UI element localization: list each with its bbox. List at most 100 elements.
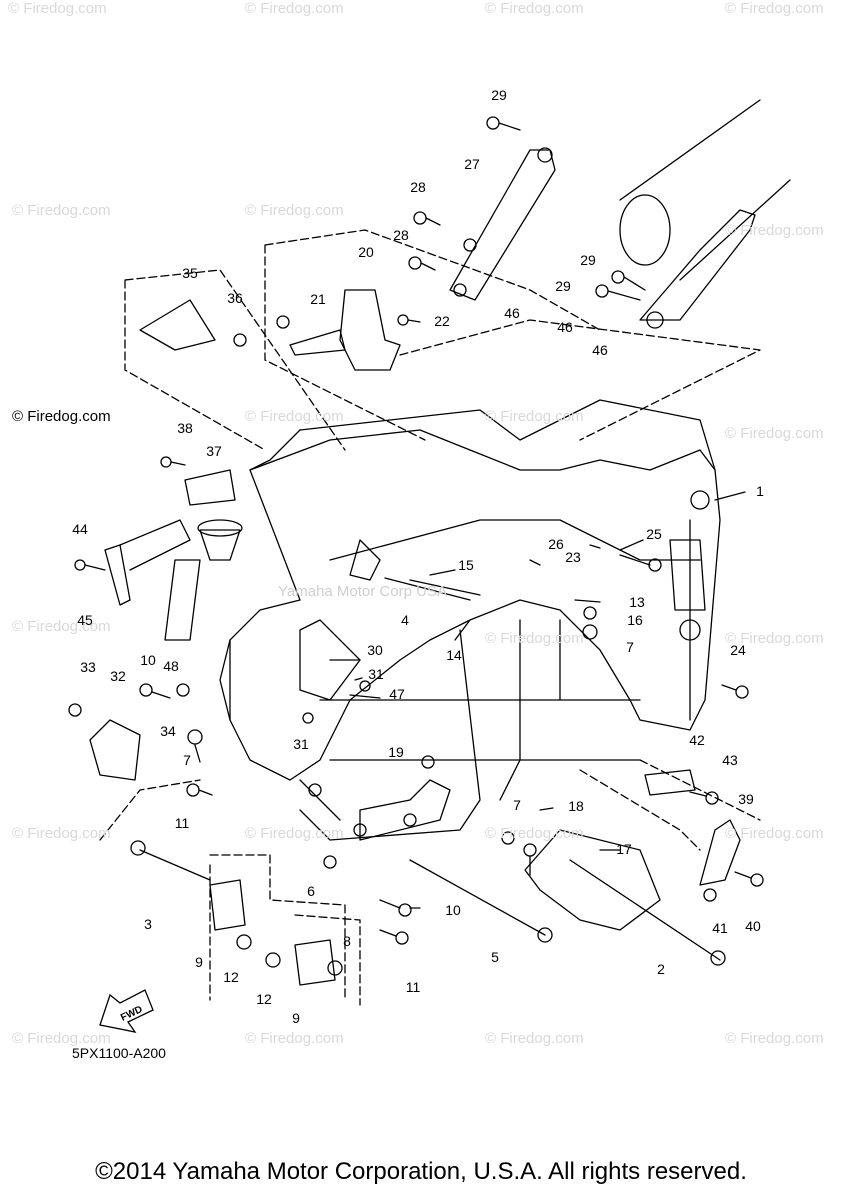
watermark: © Firedog.com [485, 0, 584, 17]
part-number-25: 25 [646, 526, 662, 542]
watermark: © Firedog.com [725, 0, 824, 17]
part-number-14: 14 [446, 647, 462, 663]
bracket-32 [89, 719, 141, 781]
part-number-21: 21 [310, 291, 326, 307]
center-watermark: Yamaha Motor Corp USA [278, 583, 447, 600]
part-number-29c: 29 [555, 278, 571, 294]
watermark: © Firedog.com [12, 825, 111, 842]
bracket-37 [184, 469, 236, 506]
part-number-20: 20 [358, 244, 374, 260]
watermark: © Firedog.com [485, 630, 584, 647]
part-number-10b: 10 [445, 902, 461, 918]
watermark: © Firedog.com [12, 408, 111, 425]
part-number-2: 2 [657, 961, 665, 977]
part-number-39: 39 [738, 791, 754, 807]
part-number-46: 46 [504, 305, 520, 321]
bracket-39 [699, 819, 741, 886]
watermark: © Firedog.com [725, 222, 824, 239]
watermark: © Firedog.com [725, 425, 824, 442]
part-number-32: 32 [110, 668, 126, 684]
watermark: © Firedog.com [245, 202, 344, 219]
watermark: © Firedog.com [485, 825, 584, 842]
part-number-8: 8 [343, 933, 351, 949]
part-number-27: 27 [464, 156, 480, 172]
bracket-42 [644, 769, 696, 796]
part-number-46c: 46 [592, 342, 608, 358]
part-number-31: 31 [368, 666, 384, 682]
part-number-9: 9 [195, 954, 203, 970]
steering-head [199, 529, 241, 561]
part-number-43: 43 [722, 752, 738, 768]
fwd-arrow-icon [99, 989, 154, 1033]
part-number-35: 35 [182, 265, 198, 281]
part-number-31b: 31 [293, 736, 309, 752]
part-number-29: 29 [491, 87, 507, 103]
part-number-36: 36 [227, 290, 243, 306]
bolt-5 [409, 859, 546, 936]
part-number-7b: 7 [183, 752, 191, 768]
part-number-15: 15 [458, 557, 474, 573]
part-number-38: 38 [177, 420, 193, 436]
part-number-28: 28 [410, 179, 426, 195]
part-number-46b: 46 [557, 319, 573, 335]
bolt-15 [409, 579, 481, 596]
watermark: © Firedog.com [8, 0, 107, 17]
bolt-3 [139, 849, 211, 881]
part-number-47: 47 [389, 686, 405, 702]
bracket-30 [299, 619, 361, 701]
part-number-45: 45 [77, 612, 93, 628]
part-number-11: 11 [174, 815, 190, 831]
watermark: © Firedog.com [485, 1030, 584, 1047]
part-number-28b: 28 [393, 227, 409, 243]
watermark: © Firedog.com [725, 630, 824, 647]
watermark: © Firedog.com [725, 825, 824, 842]
part-number-26: 26 [548, 536, 564, 552]
watermark: © Firedog.com [245, 1030, 344, 1047]
watermark: © Firedog.com [12, 618, 111, 635]
watermark: © Firedog.com [245, 408, 344, 425]
part-number-44: 44 [72, 521, 88, 537]
plate-9-left [209, 879, 246, 931]
watermark: © Firedog.com [485, 408, 584, 425]
bracket-20 [339, 289, 401, 371]
part-number-22: 22 [434, 313, 450, 329]
part-number-34: 34 [160, 723, 176, 739]
part-number-4: 4 [401, 612, 409, 628]
part-number-5: 5 [491, 949, 499, 965]
rear-bracket-right [639, 209, 756, 321]
part-number-13: 13 [629, 594, 645, 610]
part-number-17: 17 [616, 841, 632, 857]
engine-mount-17 [524, 829, 661, 931]
part-number-16: 16 [627, 612, 643, 628]
copyright-notice: ©2014 Yamaha Motor Corporation, U.S.A. A… [95, 1158, 747, 1185]
part-number-7c: 7 [513, 797, 521, 813]
diagram-code: 5PX1100-A200 [72, 1045, 166, 1061]
part-number-12b: 12 [256, 991, 272, 1007]
plate-9-right [294, 939, 336, 986]
watermark: © Firedog.com [725, 1030, 824, 1047]
shock-absorber [619, 99, 791, 281]
watermark: © Firedog.com [12, 202, 111, 219]
part-number-9b: 9 [292, 1010, 300, 1026]
watermark: © Firedog.com [12, 1030, 111, 1047]
part-number-12: 12 [223, 969, 239, 985]
rear-bracket-27 [449, 149, 556, 301]
part-number-10: 10 [140, 652, 156, 668]
bolt-2 [569, 859, 721, 961]
part-number-7: 7 [626, 639, 634, 655]
part-number-48: 48 [163, 658, 179, 674]
part-number-11b: 11 [405, 979, 421, 995]
part-number-6: 6 [307, 883, 315, 899]
part-number-23: 23 [565, 549, 581, 565]
watermark: © Firedog.com [245, 0, 344, 17]
bolt-4 [384, 577, 471, 601]
part-number-29b: 29 [580, 252, 596, 268]
part-number-30: 30 [367, 642, 383, 658]
part-number-18: 18 [568, 798, 584, 814]
watermark: © Firedog.com [245, 825, 344, 842]
part-number-3: 3 [144, 916, 152, 932]
part-number-41: 41 [712, 920, 728, 936]
bracket-44 [104, 544, 131, 606]
part-number-19: 19 [388, 744, 404, 760]
